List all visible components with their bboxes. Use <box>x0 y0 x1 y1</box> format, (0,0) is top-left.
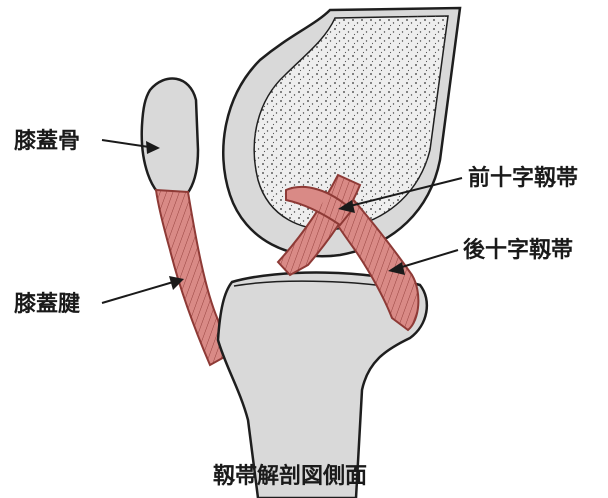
diagram-caption: 靱帯解剖図側面 <box>213 466 367 488</box>
posterior-cruciate-ligament-label: 後十字靱帯 <box>463 240 573 262</box>
tendon-leader <box>102 280 180 303</box>
patella <box>142 79 198 201</box>
patella-label: 膝蓋骨 <box>14 131 80 153</box>
patellar-tendon-label: 膝蓋腱 <box>14 294 80 316</box>
anterior-cruciate-ligament-label: 前十字靱帯 <box>468 168 578 190</box>
